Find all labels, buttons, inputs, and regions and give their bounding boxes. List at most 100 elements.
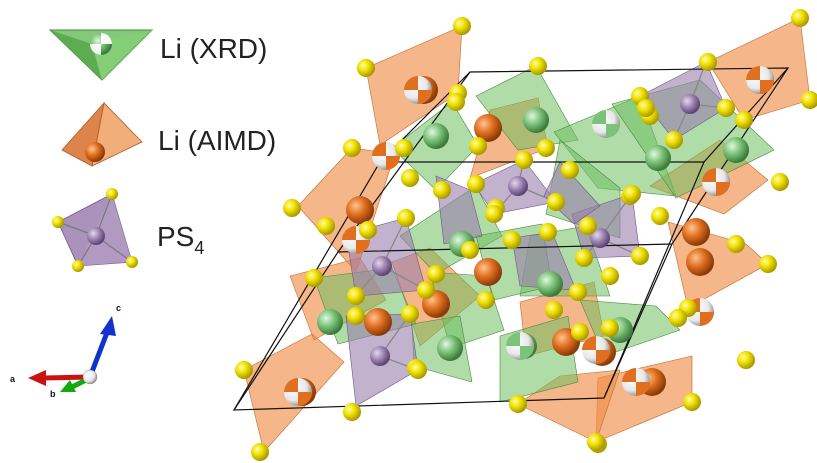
axis-origin — [82, 369, 98, 385]
li-aimd-atom — [474, 258, 502, 286]
mixed-site-atom-quadrant — [700, 312, 714, 326]
sulfur-atom — [651, 207, 669, 225]
sulfur-atom — [461, 241, 479, 259]
sulfur-atom — [665, 131, 683, 149]
mixed-site-atom-quadrant — [298, 392, 312, 406]
mixed-site-atom-quadrant — [386, 156, 400, 170]
li-aimd-atom — [474, 114, 502, 142]
green-tetrahedron-icon — [48, 29, 154, 81]
axis-triad: c a b — [10, 303, 121, 399]
li-xrd-atom — [645, 145, 671, 171]
mixed-site-atom-quadrant — [418, 90, 432, 104]
sulfur-atom — [401, 305, 419, 323]
phosphorus-atom — [590, 228, 610, 248]
sulfur-atom — [417, 281, 435, 299]
sulfur-atom — [547, 193, 565, 211]
sulfur-atom — [401, 169, 419, 187]
sulfur-atom — [515, 151, 533, 169]
sulfur-atom — [601, 267, 619, 285]
sulfur-atom — [699, 53, 717, 71]
orange-tetrahedron-icon — [61, 101, 143, 167]
mixed-site-atom-quadrant — [746, 66, 760, 80]
mixed-site-atom-quadrant — [622, 368, 636, 382]
sulfur-atom — [427, 265, 445, 283]
sulfur-atom — [601, 319, 619, 337]
li-xrd-atom — [537, 271, 563, 297]
mixed-site-atom-quadrant — [760, 80, 774, 94]
phosphorus-atom — [370, 346, 390, 366]
sulfur-atom — [343, 139, 361, 157]
sulfur-atom — [631, 247, 649, 265]
mixed-site-atom-quadrant — [592, 110, 606, 124]
atoms — [235, 9, 817, 461]
sulfur-atom — [235, 361, 253, 379]
mixed-site-atom-quadrant — [520, 346, 534, 360]
sulfur-atom — [503, 231, 521, 249]
sulfur-atom — [791, 9, 809, 27]
li-aimd-atom — [686, 248, 714, 276]
li-xrd-atom — [317, 309, 343, 335]
legend-label-ps4-subscript: 4 — [194, 238, 204, 258]
sulfur-atom — [571, 323, 589, 341]
sulfur-atom — [343, 403, 361, 421]
sulfur-atom — [283, 199, 301, 217]
legend-label-ps4: PS4 — [157, 221, 204, 258]
sulfur-atom — [539, 223, 557, 241]
sulfur-atom — [529, 57, 547, 75]
mixed-site-atom-quadrant — [582, 336, 596, 350]
sulfur-atom — [537, 139, 555, 157]
li-aimd-atom — [682, 218, 710, 246]
sulfur-atom — [359, 221, 377, 239]
sulfur-atom — [735, 111, 753, 129]
sulfur-atom — [717, 99, 735, 117]
mixed-site-atom-quadrant — [702, 168, 716, 182]
li-aimd-atom — [346, 196, 374, 224]
legend: Li (XRD) Li (AIMD) PS4 — [48, 29, 276, 272]
sulfur-atom — [623, 185, 641, 203]
sulfur-atom — [357, 59, 375, 77]
sulfur-atom — [469, 137, 487, 155]
mixed-site-atom-quadrant — [372, 142, 386, 156]
crystal-structure — [232, 9, 817, 461]
mixed-site-atom-quadrant — [404, 76, 418, 90]
mixed-site-atom-quadrant — [596, 350, 610, 364]
legend-label-li-xrd: Li (XRD) — [160, 33, 267, 64]
axis-label-c: c — [116, 303, 121, 313]
sulfur-atom — [485, 205, 503, 223]
sulfur-atom — [477, 291, 495, 309]
sulfur-atom — [447, 93, 465, 111]
li-aimd-atom — [364, 308, 392, 336]
purple-tetrahedron-icon — [52, 188, 138, 272]
phosphorus-atom — [508, 176, 528, 196]
li-xrd-atom — [423, 123, 449, 149]
sulfur-atom — [433, 181, 451, 199]
mixed-site-atom-quadrant — [606, 124, 620, 138]
sulfur-atom — [317, 217, 335, 235]
mixed-site-atom-quadrant — [356, 240, 370, 254]
sulfur-atom — [545, 301, 563, 319]
mixed-site-atom-quadrant — [716, 182, 730, 196]
sulfur-atom — [347, 287, 365, 305]
sulfur-atom — [575, 249, 593, 267]
sulfur-atom — [409, 361, 427, 379]
axis-label-b: b — [50, 389, 56, 399]
sulfur-atom — [771, 173, 789, 191]
sulfur-atom — [347, 307, 365, 325]
sulfur-atom — [587, 433, 605, 451]
phosphorus-atom — [372, 256, 392, 276]
sulfur-atom — [397, 209, 415, 227]
sulfur-atom — [569, 283, 587, 301]
li-xrd-atom — [437, 335, 463, 361]
li-xrd-atom — [723, 137, 749, 163]
sulfur-atom — [579, 217, 597, 235]
sulfur-atom — [453, 17, 471, 35]
phosphorus-atom — [680, 94, 700, 114]
sulfur-atom — [395, 139, 413, 157]
sulfur-atom — [637, 99, 655, 117]
sulfur-atom — [251, 443, 269, 461]
sulfur-atom — [561, 161, 579, 179]
sulfur-atom — [669, 309, 687, 327]
sulfur-atom — [683, 393, 701, 411]
sulfur-atom — [759, 255, 777, 273]
